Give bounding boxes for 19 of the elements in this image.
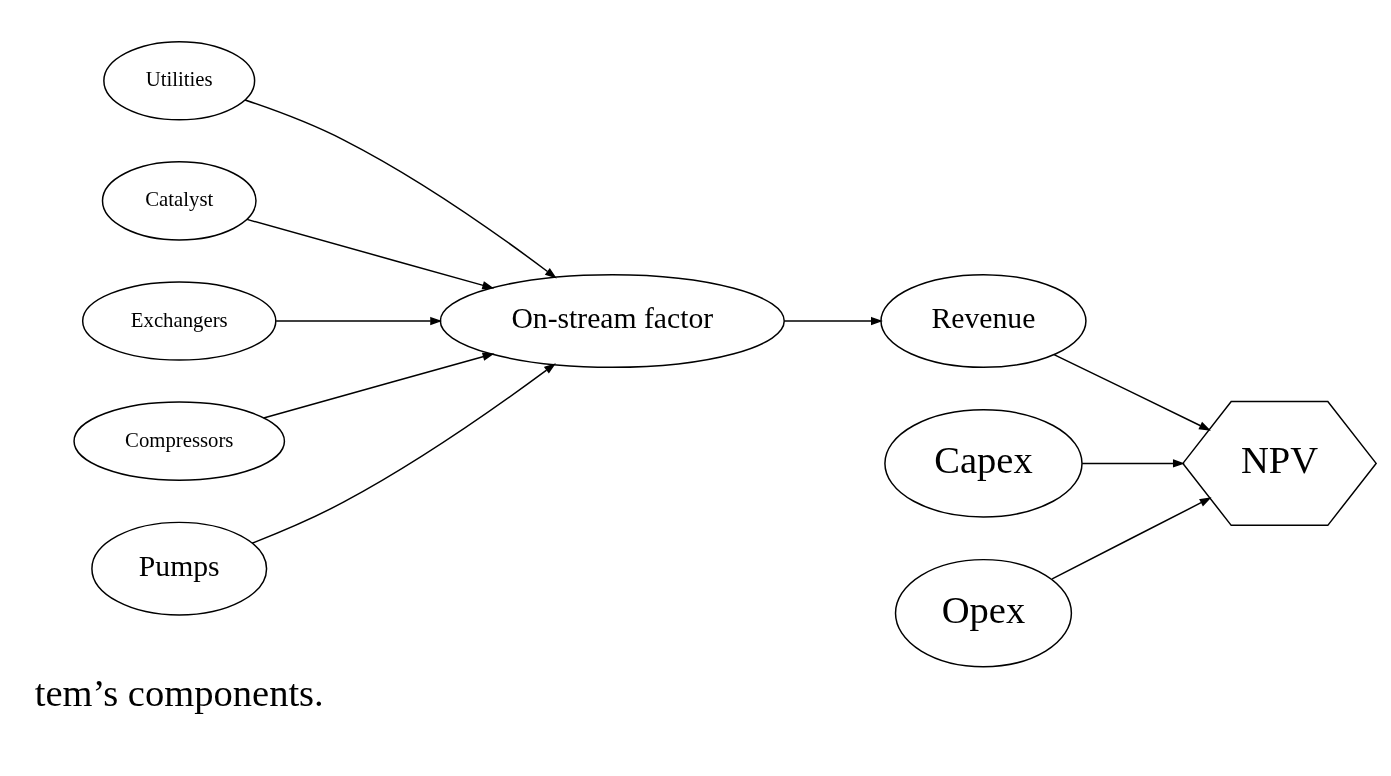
node-ellipse: Pumps (91, 521, 268, 616)
arrow (275, 316, 443, 326)
node-ellipse: Opex (894, 558, 1073, 668)
label: tem’s components. (34, 671, 324, 714)
arrow (244, 99, 557, 279)
node-ellipse: Compressors (73, 401, 286, 481)
arrow (246, 218, 495, 290)
arrow (1053, 353, 1211, 431)
node-ellipse: Exchangers (81, 281, 277, 361)
node-ellipse: On-stream factor (439, 273, 785, 369)
arrow (783, 316, 883, 326)
arrow (262, 352, 495, 419)
node-ellipse: Capex (884, 409, 1083, 518)
node-ellipse: Utilities (103, 40, 256, 121)
node-ellipse: Revenue (880, 273, 1087, 369)
node-ellipse: Catalyst (101, 161, 257, 241)
arrow (251, 363, 556, 544)
arrow (1081, 459, 1185, 468)
arrow (1051, 497, 1212, 580)
